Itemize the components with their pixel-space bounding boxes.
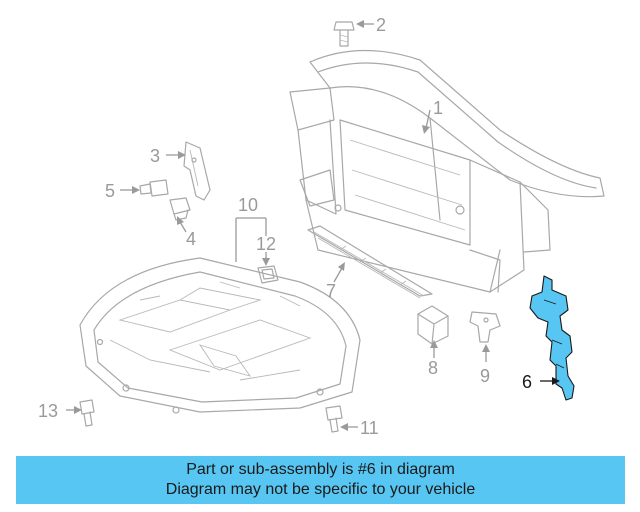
- callout-7: 7: [326, 281, 336, 301]
- callout-10-bracket: [235, 217, 267, 262]
- callout-6: 6: [522, 372, 532, 392]
- part-12-clip: [257, 265, 279, 284]
- part-4-clip: [169, 197, 191, 221]
- callout-9: 9: [480, 366, 490, 386]
- part-11-bolt: [325, 405, 343, 433]
- callout-13: 13: [38, 401, 58, 421]
- banner-line-2: Diagram may not be specific to your vehi…: [165, 481, 476, 498]
- callout-8: 8: [428, 358, 438, 378]
- callout-1: 1: [433, 98, 443, 118]
- part-3-bracket: [183, 141, 211, 201]
- callout-3: 3: [150, 146, 160, 166]
- callout-arrows: [66, 20, 560, 431]
- callout-2: 2: [376, 15, 386, 35]
- part-7-seal: [307, 225, 433, 299]
- banner-line-1: Part or sub-assembly is #6 in diagram: [186, 461, 455, 478]
- callout-10: 10: [238, 195, 258, 215]
- callout-5: 5: [105, 181, 115, 201]
- info-banner: Part or sub-assembly is #6 in diagram Di…: [16, 456, 625, 504]
- callout-4: 4: [186, 229, 196, 249]
- part-13-bolt: [79, 399, 95, 427]
- part-8-bracket: [417, 305, 449, 345]
- callout-11: 11: [360, 418, 379, 438]
- part-9-bracket: [469, 311, 501, 343]
- part-5-bolt: [139, 179, 169, 197]
- parts-diagram: 2 1 3 5 4 10 12 7 8 9 6 13 11: [38, 15, 605, 438]
- part-10-splash-shield: [79, 257, 361, 414]
- part-6-air-guide: [529, 275, 575, 401]
- part-2-bolt: [333, 21, 355, 47]
- part-1-radiator-support: [289, 49, 605, 293]
- callout-12: 12: [256, 234, 276, 254]
